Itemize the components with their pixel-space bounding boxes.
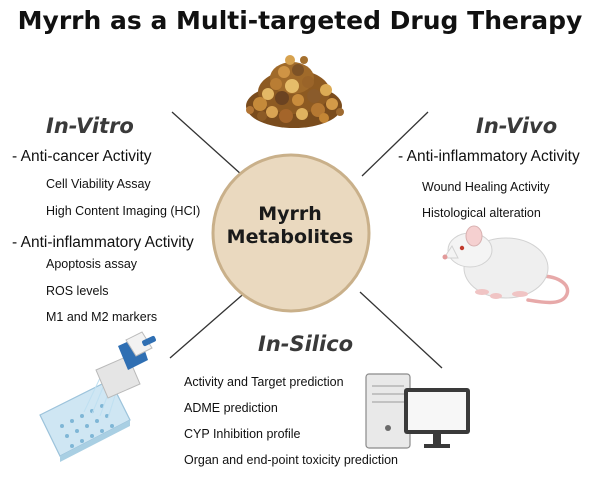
center-label: Myrrh Metabolites bbox=[210, 203, 370, 249]
in-vitro-item: Cell Viability Assay bbox=[46, 177, 151, 191]
page-title: Myrrh as a Multi-targeted Drug Therapy bbox=[17, 6, 583, 35]
in-vitro-heading-anticancer: - Anti-cancer Activity bbox=[12, 148, 152, 165]
in-vitro-item: M1 and M2 markers bbox=[46, 310, 158, 324]
in-silico-item: Activity and Target prediction bbox=[184, 375, 344, 389]
center-circle bbox=[211, 153, 371, 313]
in-vitro-item: ROS levels bbox=[46, 284, 109, 298]
in-vitro-heading-antiinflammatory: - Anti-inflammatory Activity bbox=[12, 234, 194, 251]
in-vivo-item: Wound Healing Activity bbox=[422, 180, 550, 194]
center-label-line1: Myrrh bbox=[258, 203, 322, 225]
in-vitro-item: High Content Imaging (HCI) bbox=[46, 204, 201, 218]
center-label-line2: Metabolites bbox=[226, 226, 354, 248]
in-silico-title: In-Silico bbox=[258, 332, 354, 356]
in-vitro-item: Apoptosis assay bbox=[46, 257, 138, 271]
in-silico-item: Organ and end-point toxicity prediction bbox=[184, 453, 399, 467]
connector-pipette bbox=[169, 289, 249, 359]
in-silico-item: CYP Inhibition profile bbox=[184, 427, 301, 441]
in-vivo-heading: - Anti-inflammatory Activity bbox=[398, 148, 580, 165]
connector-in-vitro bbox=[171, 111, 243, 176]
connector-computer bbox=[359, 291, 443, 369]
in-silico-item: ADME prediction bbox=[184, 401, 278, 415]
connector-in-vivo bbox=[361, 111, 429, 177]
in-vitro-title: In-Vitro bbox=[46, 114, 134, 138]
in-vivo-item: Histological alteration bbox=[422, 206, 541, 220]
in-vivo-title: In-Vivo bbox=[476, 114, 558, 138]
